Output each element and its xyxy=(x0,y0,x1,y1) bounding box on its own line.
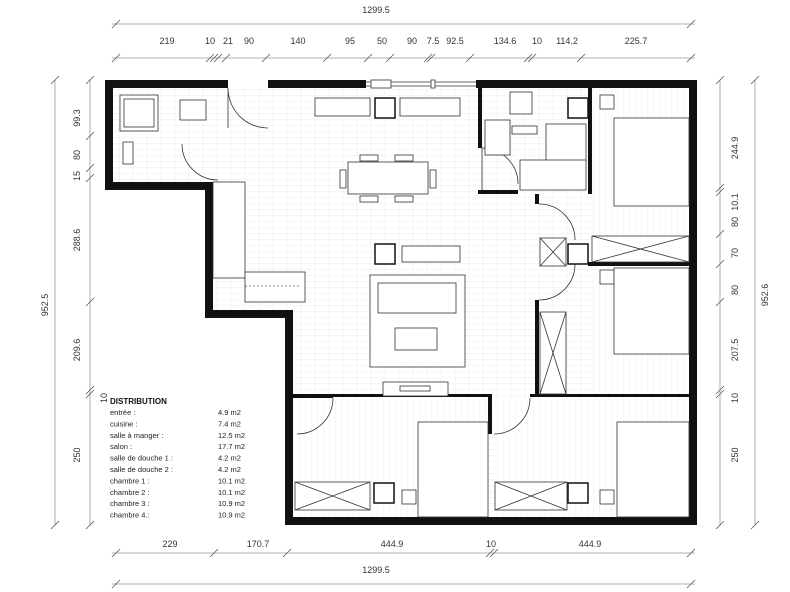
dim-label: 207.5 xyxy=(730,339,740,362)
dim-label: 21 xyxy=(223,36,233,46)
dim-label: 80 xyxy=(730,217,740,227)
dim-label: 90 xyxy=(407,36,417,46)
dim-label: 7.5 xyxy=(427,36,440,46)
room-name: salle à manger : xyxy=(110,431,163,440)
dim-label: 250 xyxy=(72,447,82,462)
dim-label: 209.6 xyxy=(72,339,82,362)
dim-top-total: 1299.5 xyxy=(362,5,390,15)
room-area: 7.4 m2 xyxy=(218,419,241,428)
dim-label: 50 xyxy=(377,36,387,46)
dim-label: 10 xyxy=(532,36,542,46)
dim-label: 114.2 xyxy=(556,36,578,46)
dim-label: 80 xyxy=(730,285,740,295)
dim-label: 10 xyxy=(205,36,215,46)
dim-label: 444.9 xyxy=(381,539,404,549)
distribution-row: salle de douche 1 : 4.2 m2 xyxy=(110,454,241,463)
dim-label: 134.6 xyxy=(494,36,517,46)
distribution-row: chambre 2 : 10.1 m2 xyxy=(110,488,245,497)
distribution-table: DISTRIBUTION entrée : 4.9 m2 cuisine : 7.4 … xyxy=(110,397,245,520)
dim-label: 288.6 xyxy=(72,229,82,252)
dim-label: 10 xyxy=(730,393,740,403)
dim-left-total: 952.5 xyxy=(40,294,50,317)
dim-label: 99.3 xyxy=(72,109,82,127)
dim-label: 244.9 xyxy=(730,137,740,160)
room-area: 10.1 m2 xyxy=(218,488,245,497)
dim-label: 80 xyxy=(72,150,82,160)
distribution-row: salon : 17.7 m2 xyxy=(110,442,245,451)
dim-label: 70 xyxy=(730,248,740,258)
room-name: entrée : xyxy=(110,408,135,417)
dim-label: 229 xyxy=(162,539,177,549)
room-name: chambre 2 : xyxy=(110,488,150,497)
dim-label: 444.9 xyxy=(579,539,602,549)
room-name: chambre 4.: xyxy=(110,511,150,520)
distribution-row: cuisine : 7.4 m2 xyxy=(110,419,241,428)
room-area: 12.5 m2 xyxy=(218,431,245,440)
dim-label: 170.7 xyxy=(247,539,270,549)
distribution-row: chambre 1 : 10.1 m2 xyxy=(110,476,245,485)
dim-label: 10 xyxy=(486,539,496,549)
dim-label: 92.5 xyxy=(446,36,464,46)
dim-label: 15 xyxy=(72,171,82,181)
room-name: cuisine : xyxy=(110,419,138,428)
dimension-lines xyxy=(50,19,760,589)
room-name: chambre 3 : xyxy=(110,499,150,508)
dim-label: 219 xyxy=(159,36,174,46)
dim-label: 140 xyxy=(290,36,305,46)
distribution-row: salle de douche 2 : 4.2 m2 xyxy=(110,465,241,474)
distribution-row: chambre 3 : 10.9 m2 xyxy=(110,499,245,508)
dim-label: 225.7 xyxy=(625,36,648,46)
room-area: 10.9 m2 xyxy=(218,511,245,520)
room-name: salle de douche 2 : xyxy=(110,465,173,474)
furniture xyxy=(119,91,690,518)
room-area: 4.2 m2 xyxy=(218,454,241,463)
room-area: 10.1 m2 xyxy=(218,476,245,485)
left-dimensions: 952.5 99.3 80 15 288.6 209.6 10 250 xyxy=(40,109,109,462)
room-area: 10.9 m2 xyxy=(218,499,245,508)
distribution-row: entrée : 4.9 m2 xyxy=(110,408,241,417)
top-dimensions: 1299.5 219 10 21 90 140 95 50 90 7.5 92.… xyxy=(159,5,647,46)
dim-label: 250 xyxy=(730,447,740,462)
room-name: salle de douche 1 : xyxy=(110,454,173,463)
room-area: 17.7 m2 xyxy=(218,442,245,451)
right-dimensions: 952.6 244.9 10.1 80 70 80 207.5 10 250 xyxy=(730,137,770,463)
room-area: 4.2 m2 xyxy=(218,465,241,474)
bottom-dimensions: 229 170.7 444.9 10 444.9 1299.5 xyxy=(162,539,601,575)
dim-right-total: 952.6 xyxy=(760,284,770,307)
dim-label: 10.1 xyxy=(730,193,740,211)
distribution-row: salle à manger : 12.5 m2 xyxy=(110,431,245,440)
room-name: chambre 1 : xyxy=(110,476,150,485)
dim-label: 10 xyxy=(99,393,109,403)
exterior-walls xyxy=(105,79,697,525)
room-name: salon : xyxy=(110,442,132,451)
dim-bottom-total: 1299.5 xyxy=(362,565,390,575)
distribution-title: DISTRIBUTION xyxy=(110,397,167,406)
dim-label: 90 xyxy=(244,36,254,46)
room-area: 4.9 m2 xyxy=(218,408,241,417)
distribution-row: chambre 4.: 10.9 m2 xyxy=(110,511,245,520)
dim-label: 95 xyxy=(345,36,355,46)
